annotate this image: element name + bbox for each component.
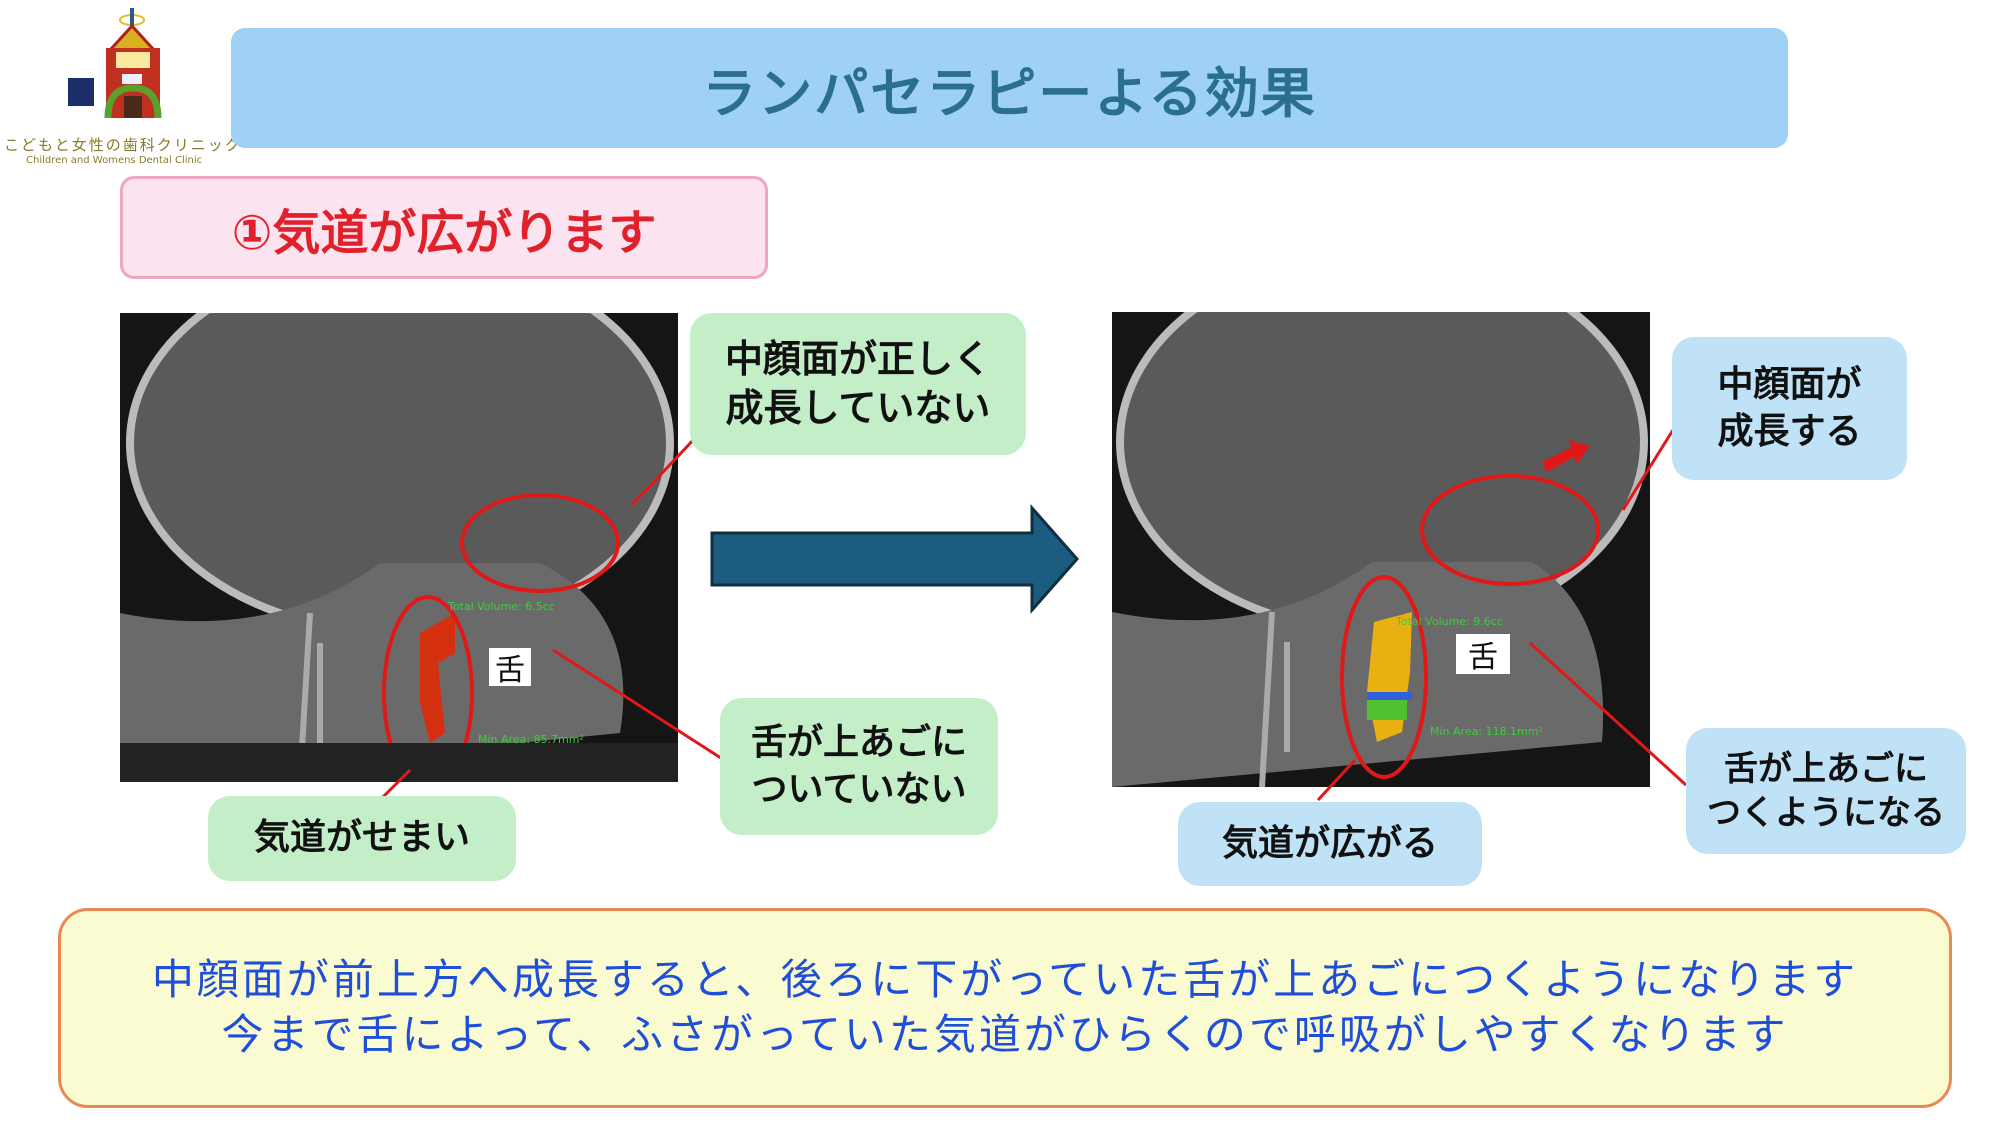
clinic-building-icon (68, 8, 162, 119)
summary-line-1: 中顔面が前上方へ成長すると、後ろに下がっていた舌が上あごにつくようになります (151, 955, 1859, 1005)
pointer-arrow (630, 434, 699, 507)
clinic-name-jp: こどもと女性の歯科クリニック (4, 136, 242, 154)
callout-text: 舌が上あごに つくようになる (1707, 748, 1945, 833)
callout-text: 気道が広がる (1221, 822, 1438, 864)
callout-text: 舌が上あごに ついていない (750, 721, 967, 810)
pointer-arrow (1316, 758, 1357, 802)
pointer-arrow (552, 648, 725, 762)
clinic-name-en: Children and Womens Dental Clinic (26, 155, 203, 166)
pointer-arrow (1528, 641, 1688, 787)
title-banner: ランパセラピーよる効果 (231, 28, 1788, 148)
ct-image-after: Total Volume: 9.6cc Min Area: 118.1mm² 舌 (1112, 312, 1650, 787)
section-heading: ①気道が広がります (231, 204, 657, 261)
tongue-label-before: 舌 (489, 648, 531, 688)
callout-text: 気道がせまい (253, 817, 470, 859)
callout-midface-before: 中顔面が正しく 成長していない (690, 313, 1026, 455)
min-area-before: Min Area: 85.7mm² (478, 733, 584, 746)
progress-arrow-icon (710, 504, 1080, 614)
callout-text: 中顔面が正しく 成長していない (724, 336, 991, 430)
callout-airway-before: 気道がせまい (208, 796, 516, 881)
callout-airway-after: 気道が広がる (1178, 802, 1482, 886)
tongue-label-after: 舌 (1456, 634, 1510, 675)
ct-image-before: Total Volume: 6.5cc Min Area: 85.7mm² 舌 (120, 313, 678, 782)
callout-text: 中顔面が 成長する (1717, 363, 1862, 452)
pointer-arrow (1621, 429, 1675, 511)
callout-tongue-after: 舌が上あごに つくようになる (1686, 728, 1966, 854)
callout-tongue-before: 舌が上あごに ついていない (720, 698, 998, 835)
summary-line-2: 今まで舌によって、ふさがっていた気道がひらくので呼吸がしやすくなります (221, 1010, 1789, 1059)
clinic-logo: こどもと女性の歯科クリニック Children and Womens Denta… (0, 0, 240, 170)
section-heading-box: ①気道が広がります (120, 176, 768, 279)
total-volume-before: Total Volume: 6.5cc (448, 600, 555, 613)
callout-midface-after: 中顔面が 成長する (1672, 337, 1907, 480)
total-volume-after: Total Volume: 9.6cc (1396, 615, 1503, 628)
page-title: ランパセラピーよる効果 (702, 61, 1317, 125)
min-area-after: Min Area: 118.1mm² (1430, 725, 1543, 738)
summary-box: 中顔面が前上方へ成長すると、後ろに下がっていた舌が上あごにつくようになります 今… (58, 908, 1952, 1108)
